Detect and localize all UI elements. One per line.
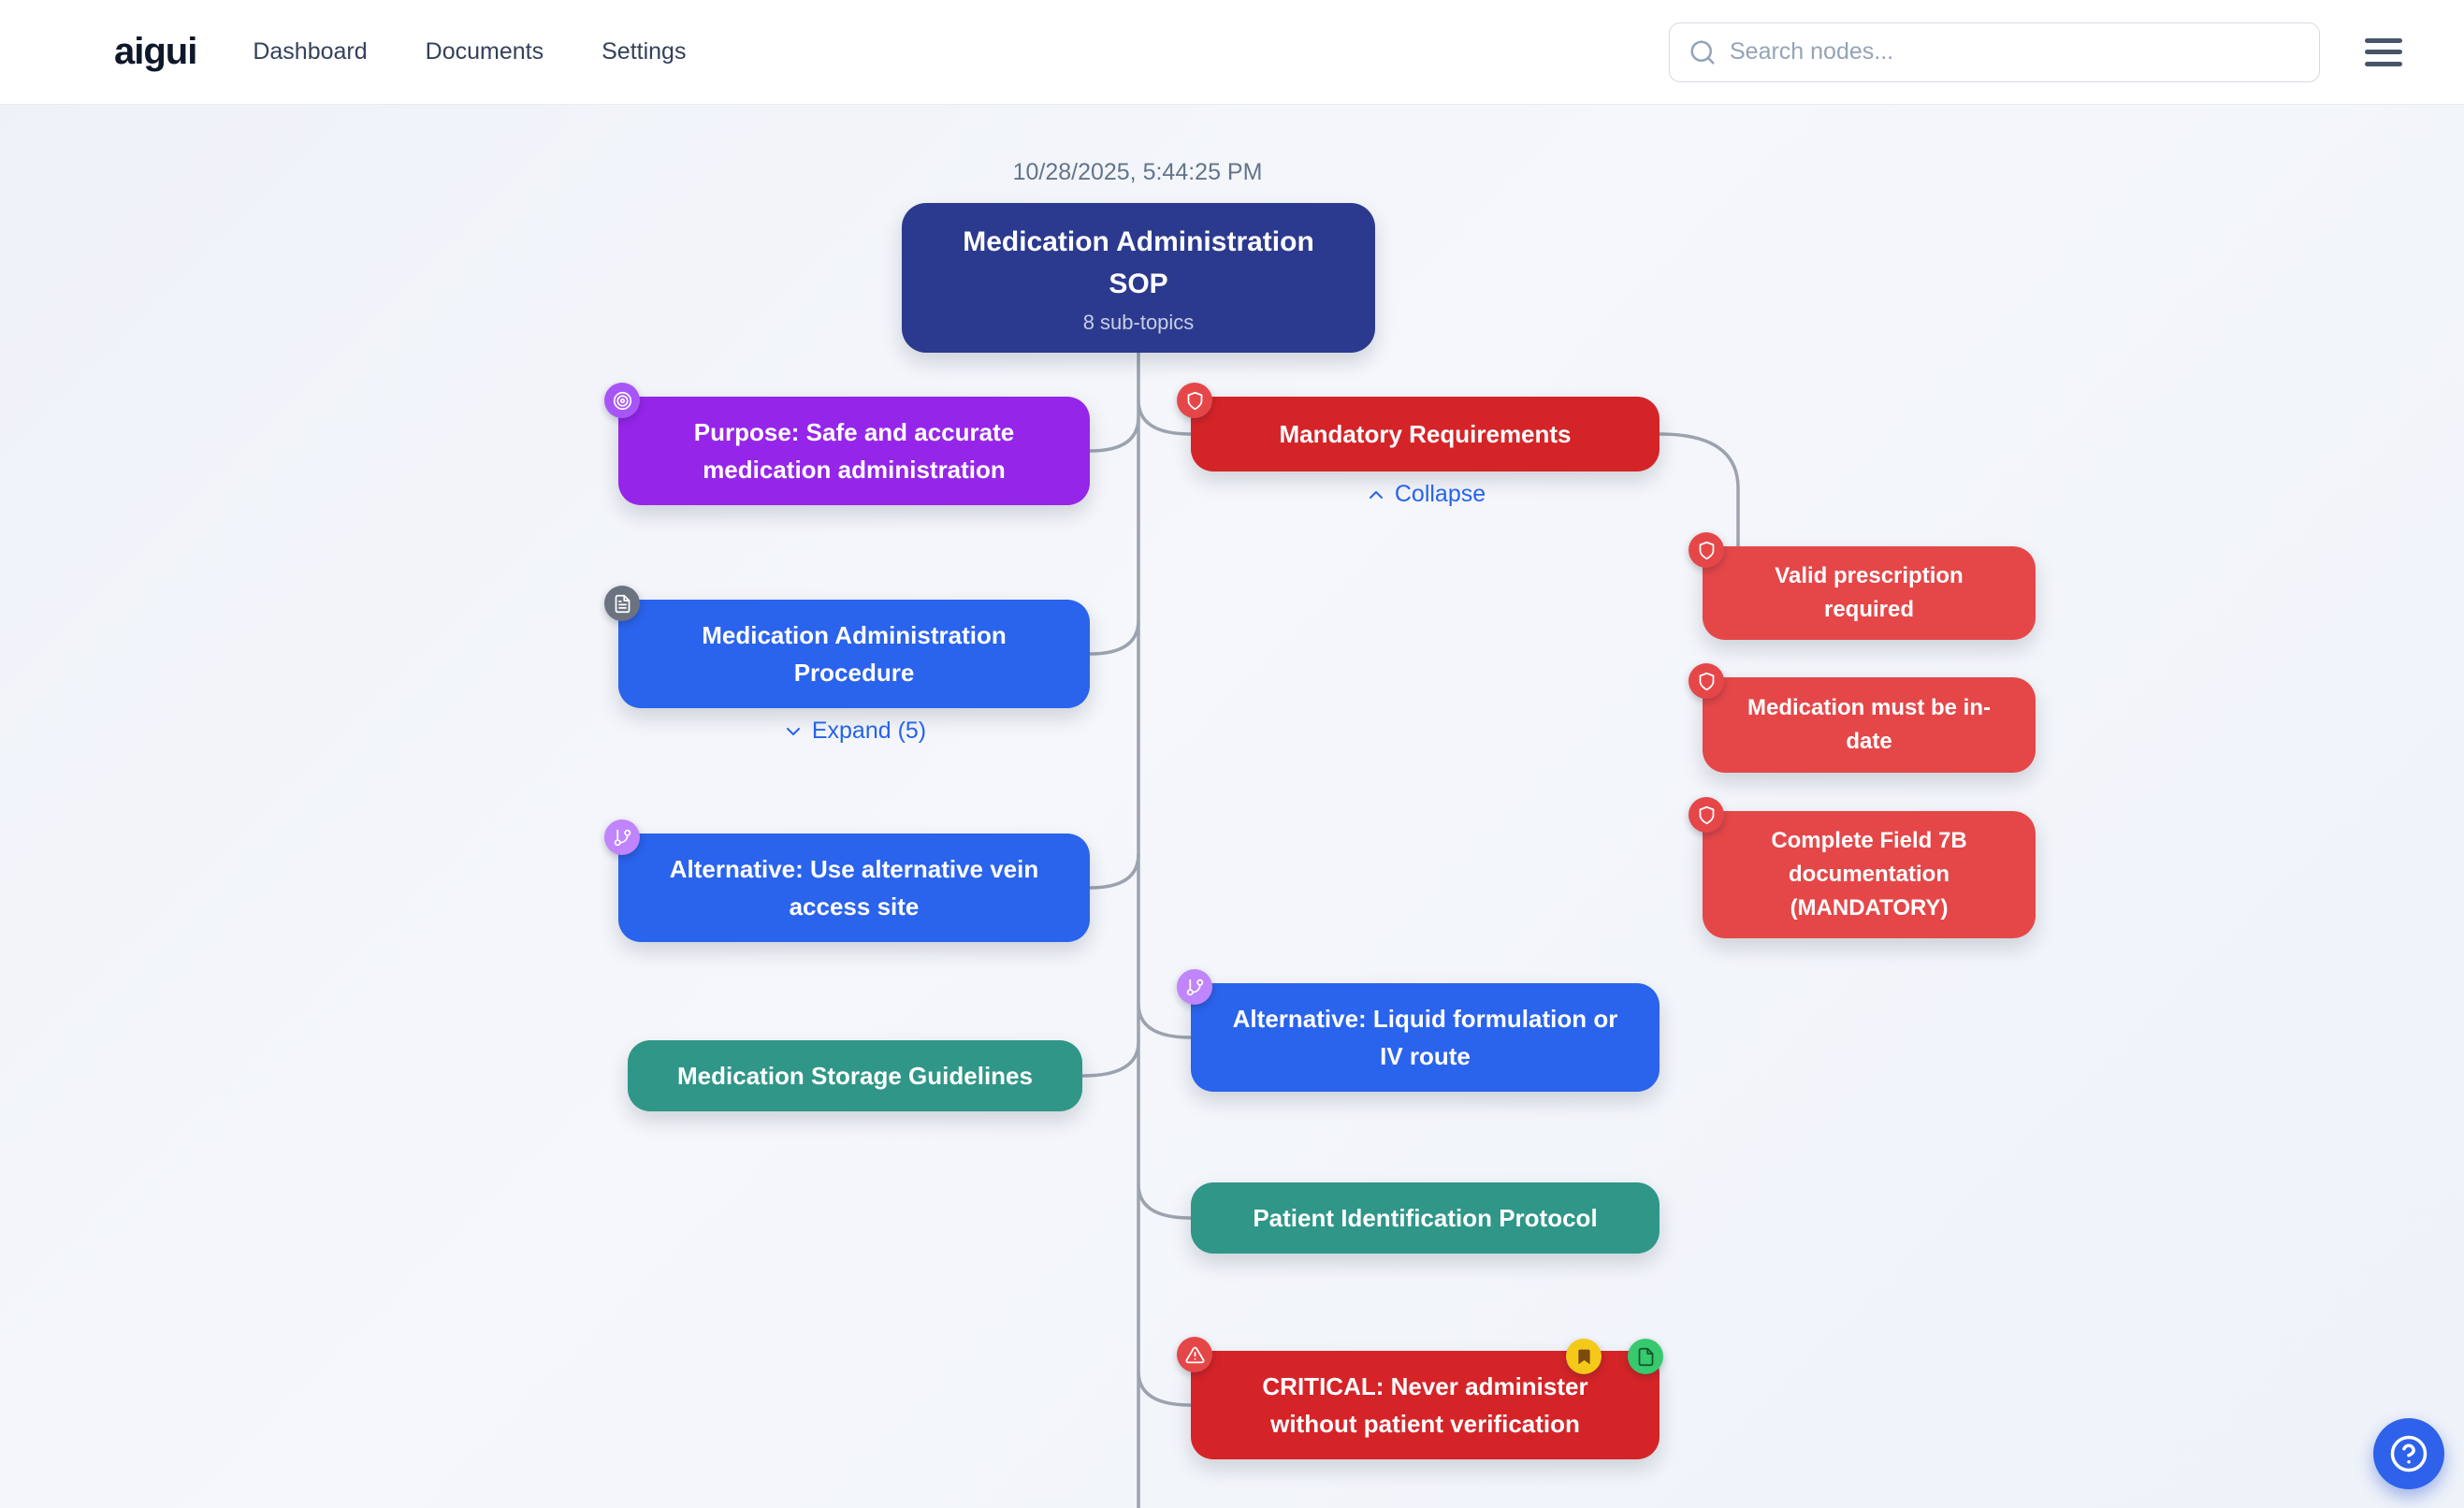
node-label: Patient Identification Protocol bbox=[1253, 1203, 1598, 1232]
chevron-down-icon bbox=[786, 727, 800, 735]
shield-icon bbox=[1187, 391, 1202, 410]
alert-triangle-icon bbox=[1185, 1346, 1204, 1363]
app-header: aigui Dashboard Documents Settings bbox=[0, 0, 2464, 105]
main-nav: Dashboard Documents Settings bbox=[253, 38, 686, 65]
node-label: Medication Storage Guidelines bbox=[677, 1061, 1033, 1090]
nav-link-dashboard[interactable]: Dashboard bbox=[253, 38, 368, 65]
collapse-link[interactable]: Collapse bbox=[1191, 481, 1660, 508]
mindmap-node-alt-vein[interactable]: Alternative: Use alternative vein access… bbox=[604, 819, 1090, 942]
mindmap-node-req-indate[interactable]: Medication must be in-date bbox=[1689, 663, 2036, 773]
node-label: Valid prescription required bbox=[1775, 563, 1964, 622]
connector-lines bbox=[1081, 353, 1740, 1508]
bookmark-icon bbox=[1577, 1349, 1590, 1364]
file-text-icon bbox=[615, 594, 630, 613]
help-circle-icon bbox=[2390, 1435, 2428, 1472]
mindmap-canvas: 10/28/2025, 5:44:25 PM Medication Admini… bbox=[0, 105, 2464, 1508]
node-badge bbox=[1566, 1339, 1602, 1374]
node-label: CRITICAL: Never administer without patie… bbox=[1262, 1371, 1588, 1438]
timestamp: 10/28/2025, 5:44:25 PM bbox=[1012, 159, 1263, 185]
node-badge bbox=[1177, 1337, 1212, 1372]
node-badge bbox=[1628, 1339, 1663, 1374]
node-badge bbox=[1689, 532, 1724, 568]
mindmap-node-req-prescription[interactable]: Valid prescription required bbox=[1689, 532, 2036, 640]
shield-icon bbox=[1699, 672, 1714, 690]
search-input[interactable] bbox=[1730, 38, 2300, 65]
node-label: Complete Field 7B documentation (MANDATO… bbox=[1771, 828, 1967, 921]
mindmap-node-root[interactable]: Medication Administration SOP 8 sub-topic… bbox=[902, 203, 1375, 353]
node-label: Medication Administration Procedure bbox=[702, 620, 1007, 687]
node-label: Alternative: Use alternative vein access… bbox=[669, 854, 1039, 921]
mindmap-node-critical[interactable]: CRITICAL: Never administer without patie… bbox=[1177, 1337, 1663, 1459]
git-branch-icon bbox=[614, 829, 630, 846]
node-label: Mandatory Requirements bbox=[1279, 419, 1572, 448]
shield-icon bbox=[1699, 541, 1714, 559]
node-label: Medication Administration SOP bbox=[963, 226, 1314, 299]
mindmap-node-req-field7b[interactable]: Complete Field 7B documentation (MANDATO… bbox=[1689, 797, 2036, 938]
menu-icon[interactable] bbox=[2363, 36, 2404, 69]
search-box[interactable] bbox=[1669, 22, 2320, 82]
node-badge bbox=[1177, 383, 1212, 418]
nav-link-documents[interactable]: Documents bbox=[425, 38, 544, 65]
help-button[interactable] bbox=[2373, 1418, 2444, 1489]
node-badge bbox=[604, 819, 640, 855]
node-badge bbox=[604, 383, 640, 418]
mindmap-node-purpose[interactable]: Purpose: Safe and accurate medication ad… bbox=[604, 383, 1090, 505]
target-icon bbox=[613, 391, 631, 410]
shield-icon bbox=[1699, 805, 1714, 824]
mindmap-node-patient-id[interactable]: Patient Identification Protocol bbox=[1191, 1182, 1660, 1254]
mindmap-node-storage[interactable]: Medication Storage Guidelines bbox=[628, 1040, 1082, 1111]
node-link-label: Expand (5) bbox=[811, 718, 927, 744]
node-badge bbox=[1689, 663, 1724, 699]
file-icon bbox=[1638, 1347, 1653, 1366]
git-branch-icon bbox=[1186, 979, 1203, 995]
mindmap-node-mandatory[interactable]: Mandatory Requirements bbox=[1177, 383, 1660, 471]
chevron-up-icon bbox=[1369, 490, 1383, 499]
node-badge bbox=[1689, 797, 1724, 833]
node-link-label: Collapse bbox=[1394, 481, 1486, 507]
node-badge bbox=[604, 586, 640, 621]
node-badge bbox=[1177, 969, 1212, 1005]
expand-link[interactable]: Expand (5) bbox=[618, 718, 1090, 745]
node-label: Medication must be in-date bbox=[1747, 695, 1991, 754]
node-label: Purpose: Safe and accurate medication ad… bbox=[693, 417, 1015, 484]
search-icon bbox=[1690, 40, 1715, 64]
app-logo: aigui bbox=[114, 31, 197, 72]
mindmap-node-alt-liquid[interactable]: Alternative: Liquid formulation or IV ro… bbox=[1177, 969, 1660, 1092]
node-sublabel: 8 sub-topics bbox=[1082, 311, 1195, 334]
nav-link-settings[interactable]: Settings bbox=[602, 38, 687, 65]
node-label: Alternative: Liquid formulation or IV ro… bbox=[1232, 1004, 1618, 1070]
mindmap-node-procedure[interactable]: Medication Administration Procedure bbox=[604, 586, 1090, 708]
